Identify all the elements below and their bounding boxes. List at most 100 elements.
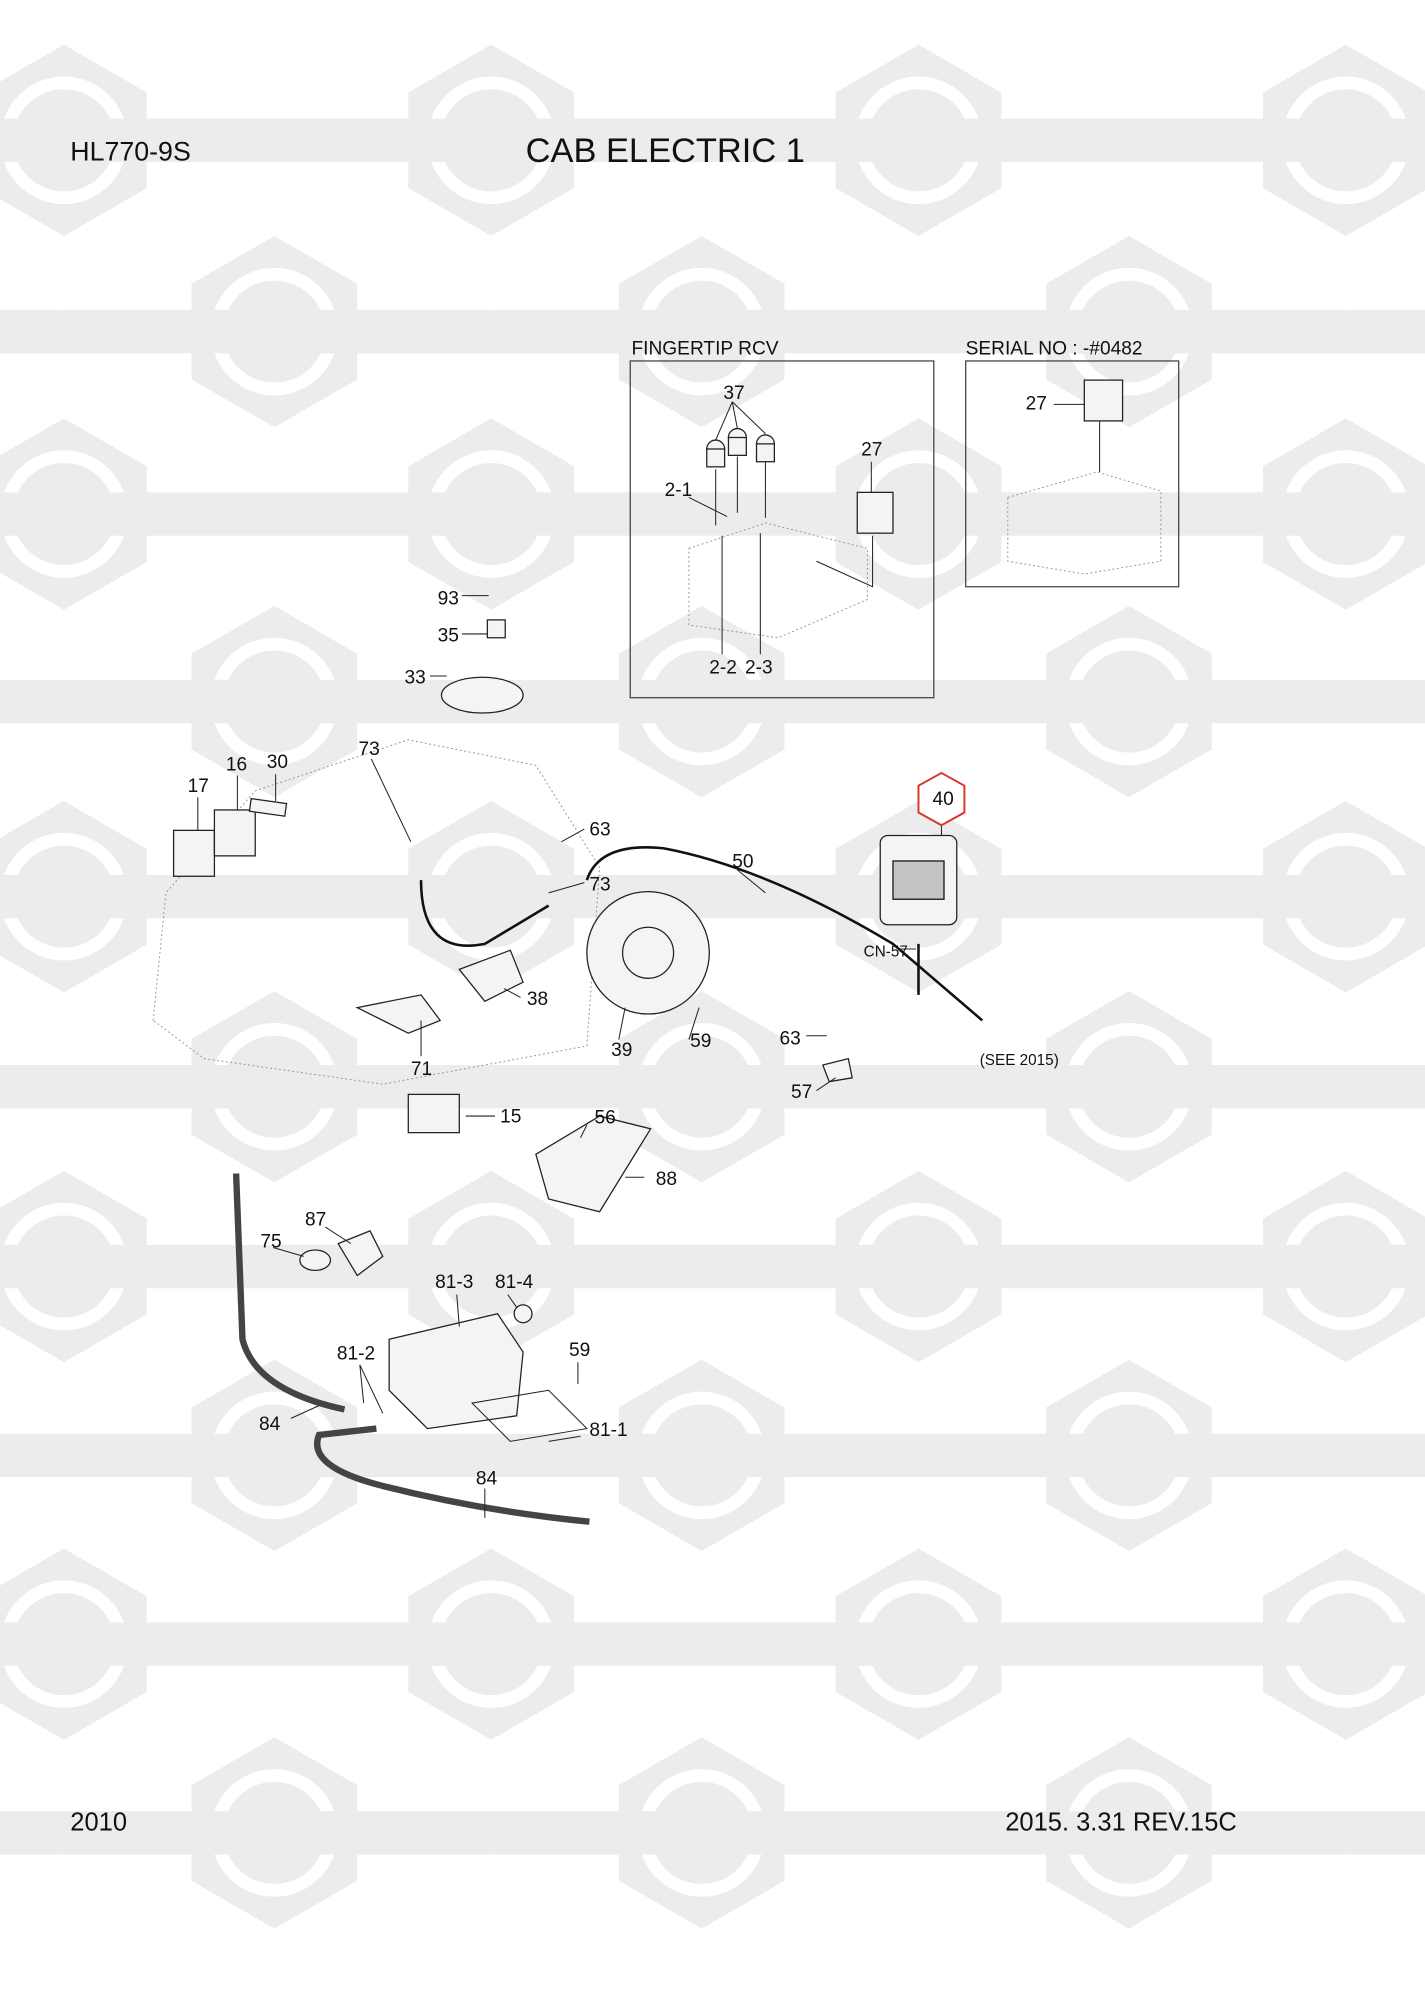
watermark-band: [1384, 1244, 1425, 1289]
callout-63: 63: [779, 1029, 800, 1050]
callout-37: 37: [723, 383, 744, 404]
watermark-band: [0, 1244, 33, 1289]
callout-81-1: 81-1: [589, 1420, 627, 1441]
watermark-band: [63, 1433, 243, 1478]
watermark-band: [529, 492, 709, 536]
watermark-band: [280, 875, 460, 919]
callout-50: 50: [732, 851, 753, 872]
callout-84: 84: [476, 1469, 498, 1490]
watermark-band: [956, 875, 1136, 919]
watermark-band: [739, 309, 919, 354]
watermark-band: [1345, 1065, 1425, 1109]
fingertip-rcv-inset: FINGERTIP RCV 37 27 2-1 2-2 2-3: [629, 339, 935, 699]
watermark-band: [0, 1065, 64, 1109]
highlight-hexagon: [917, 771, 966, 827]
callout-27: 27: [861, 439, 882, 460]
watermark-band: [1135, 875, 1314, 919]
watermark-band: [491, 1065, 670, 1109]
callout-27: 27: [1026, 393, 1047, 414]
watermark-band: [956, 118, 1136, 162]
callout-88: 88: [656, 1169, 677, 1190]
callout-39: 39: [611, 1040, 632, 1061]
watermark-band: [491, 1811, 670, 1855]
callout-16: 16: [226, 754, 247, 775]
watermark-band: [280, 492, 460, 536]
watermark-band: [1345, 679, 1425, 724]
callout-2-3: 2-3: [745, 657, 773, 678]
watermark-band: [1384, 875, 1425, 919]
callout-81-4: 81-4: [495, 1272, 534, 1293]
watermark-band: [491, 1433, 670, 1478]
callout-93: 93: [438, 589, 459, 610]
parts: [172, 595, 984, 1525]
watermark-band: [0, 1433, 64, 1478]
watermark-band: [708, 1244, 887, 1289]
watermark-band: [1167, 1433, 1346, 1478]
watermark-band: [312, 1811, 492, 1855]
watermark-band: [739, 1433, 919, 1478]
watermark-band: [956, 1244, 1136, 1289]
callout-33: 33: [404, 668, 425, 689]
callout-59: 59: [569, 1340, 590, 1361]
serial-no-inset: SERIAL NO : -#0482 27: [965, 339, 1180, 588]
watermark-band: [1167, 679, 1346, 724]
watermark-band: [0, 309, 64, 354]
callout-40: 40: [933, 789, 954, 810]
watermark-band: [102, 492, 281, 536]
watermark-band: [918, 1433, 1098, 1478]
watermark-band: [63, 1811, 243, 1855]
watermark-band: [1167, 309, 1346, 354]
watermark-band: [312, 309, 492, 354]
watermark-band: [0, 492, 33, 536]
inset-title: FINGERTIP RCV: [632, 339, 779, 360]
watermark-band: [529, 1244, 709, 1289]
callout-81-3: 81-3: [435, 1272, 473, 1293]
watermark-band: [1345, 1811, 1425, 1855]
callout-84: 84: [259, 1414, 281, 1435]
watermark-band: [1135, 118, 1314, 162]
callout-73: 73: [359, 739, 380, 760]
watermark-band: [0, 118, 33, 162]
watermark-band: [312, 1065, 492, 1109]
watermark-band: [708, 118, 887, 162]
watermark-band: [1384, 118, 1425, 162]
watermark-band: [918, 679, 1098, 724]
watermark-band: [0, 679, 64, 724]
watermark-band: [63, 679, 243, 724]
watermark-band: [708, 875, 887, 919]
watermark-band: [1345, 309, 1425, 354]
callout-56: 56: [595, 1108, 616, 1129]
watermark-band: [1135, 1622, 1314, 1666]
callout-71: 71: [411, 1059, 432, 1080]
callout-15: 15: [500, 1106, 521, 1127]
watermark-band: [0, 1622, 33, 1666]
watermark-band: [918, 1065, 1098, 1109]
callout-2-2: 2-2: [709, 657, 737, 678]
callout-30: 30: [267, 752, 288, 773]
callout-17: 17: [188, 776, 209, 797]
callout-38: 38: [527, 989, 548, 1010]
watermark-band: [491, 309, 670, 354]
watermark-band: [280, 1622, 460, 1666]
watermark-band: [1384, 492, 1425, 536]
cab-outline: [152, 739, 601, 1085]
callout-57: 57: [791, 1082, 812, 1103]
watermark-band: [102, 1244, 281, 1289]
inset-title: SERIAL NO : -#0482: [966, 339, 1143, 360]
watermark-band: [918, 309, 1098, 354]
watermark-band: [1384, 1622, 1425, 1666]
watermark-band: [63, 309, 243, 354]
watermark-band: [63, 1065, 243, 1109]
watermark-band: [1345, 1433, 1425, 1478]
callout-2-1: 2-1: [665, 480, 693, 501]
callout-see2015: (SEE 2015): [980, 1052, 1059, 1069]
callout-75: 75: [260, 1231, 281, 1252]
watermark-band: [956, 1622, 1136, 1666]
page-number: 2010: [70, 1808, 127, 1836]
page-title: CAB ELECTRIC 1: [526, 132, 805, 170]
watermark-band: [1167, 1065, 1346, 1109]
watermark-band: [102, 1622, 281, 1666]
watermark-band: [0, 875, 33, 919]
